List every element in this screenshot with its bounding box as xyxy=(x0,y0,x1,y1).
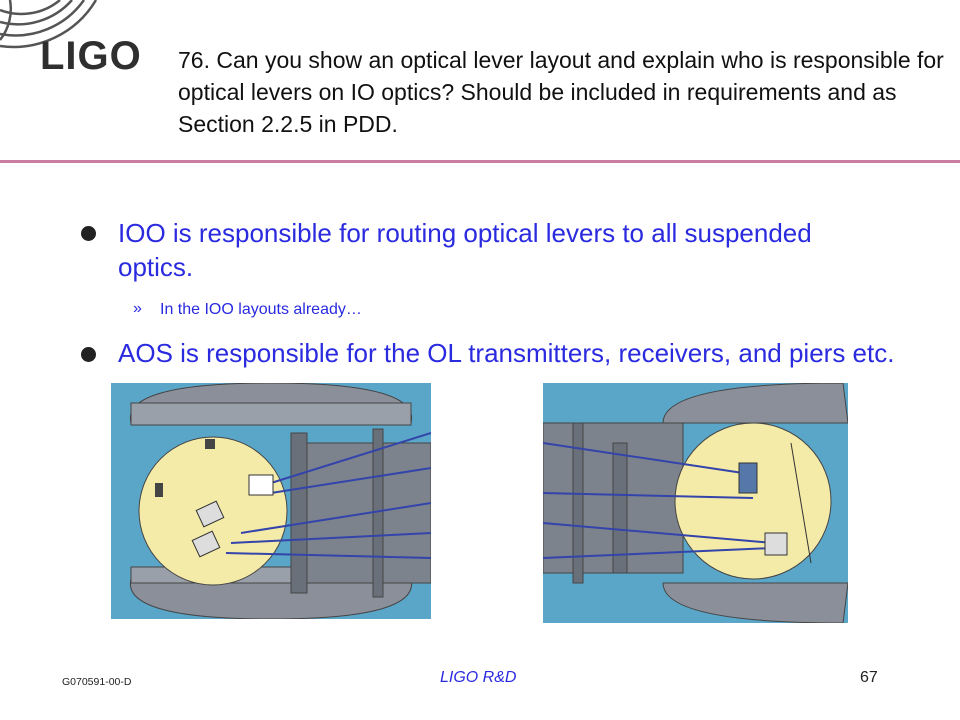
slide-title: 76. Can you show an optical lever layout… xyxy=(178,47,944,137)
left-chamber-drawing xyxy=(129,383,431,619)
sub-bullet-marker: » xyxy=(133,300,142,317)
footer-title: LIGO R&D xyxy=(440,669,517,686)
ligo-logo-arcs-icon xyxy=(0,0,98,49)
sub-bullet-ioo-layouts: In the IOO layouts already… xyxy=(160,301,362,318)
bullet-ioo: IOO is responsible for routing optical l… xyxy=(118,218,812,282)
left-chamber-layout xyxy=(111,383,431,619)
right-chamber-layout xyxy=(543,383,848,623)
footer-document-id: G070591-00-D xyxy=(62,676,132,688)
title-divider xyxy=(0,160,960,163)
bullet-aos: AOS is responsible for the OL transmitte… xyxy=(118,338,895,368)
ligo-logo: LIGO xyxy=(40,34,142,78)
bullet-marker xyxy=(81,347,96,362)
right-chamber-drawing xyxy=(543,383,848,623)
bullet-marker xyxy=(81,226,96,241)
page-number: 67 xyxy=(860,669,878,686)
